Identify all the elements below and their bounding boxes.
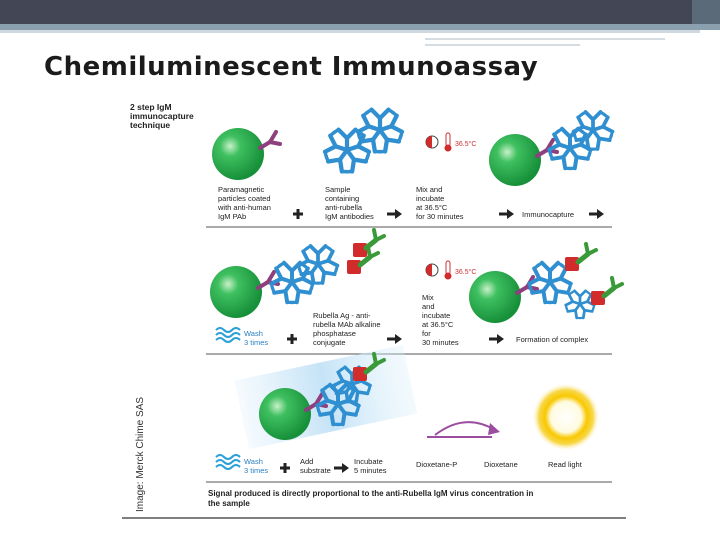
plus-icon — [293, 209, 303, 219]
dioxetane-p-label: Dioxetane-P — [416, 460, 457, 469]
paramagnetic-particle — [259, 388, 311, 440]
wash-icon — [215, 327, 241, 343]
mix-label: Mix and incubate at 36.5°C for 30 minute… — [416, 185, 464, 221]
igm-antibody — [323, 130, 370, 175]
arrow-icon — [589, 209, 604, 219]
wash-label: Wash 3 times — [244, 329, 268, 347]
wash-icon — [215, 454, 241, 470]
substrate-label: Add substrate — [300, 457, 331, 475]
immunocapture-label: Immunocapture — [522, 210, 574, 219]
thermometer-icon — [425, 132, 452, 152]
sample-label: Sample containing anti-rubella IgM antib… — [325, 185, 374, 221]
conjugate-label: Rubella Ag - anti- rubella MAb alkaline … — [313, 311, 383, 347]
igm-antibody — [565, 291, 596, 320]
arrow-icon — [489, 334, 504, 344]
row-2: 36.5°C Wash 3 times Rubella Ag - anti- r… — [210, 230, 622, 347]
conjugate — [591, 278, 622, 305]
mix-label: Mix and incubate at 36.5°C for 30 minute… — [422, 293, 459, 347]
row-3: Wash 3 times Add substrate Incubate 5 mi… — [215, 344, 600, 475]
thermometer-icon — [425, 260, 452, 280]
plus-icon — [280, 463, 290, 473]
paramagnetic-particle — [469, 271, 521, 323]
particles-label: Paramagnetic particles coated with anti-… — [217, 185, 273, 221]
slide-title: Chemiluminescent Immunoassay — [44, 52, 539, 82]
signal-footer: Signal produced is directly proportional… — [208, 489, 536, 508]
dioxetane-label: Dioxetane — [484, 460, 518, 469]
reaction-arc-arrow — [434, 421, 496, 436]
decor-line — [425, 38, 665, 40]
temperature-label: 36.5°C — [455, 140, 476, 148]
anti-human-antibody — [258, 130, 282, 150]
image-credit: Image: Merck Chime SAS — [135, 397, 146, 512]
paramagnetic-particle — [212, 128, 264, 180]
paramagnetic-particle — [489, 134, 541, 186]
conjugate — [565, 244, 596, 271]
top-rule-light — [0, 30, 700, 33]
immunoassay-diagram: Image: Merck Chime SAS 2 step IgM immuno… — [122, 102, 626, 519]
row-1: 36.5°C Paramagnetic particles coated wit… — [212, 110, 614, 221]
top-bar — [0, 0, 720, 24]
temperature-label: 36.5°C — [455, 268, 476, 276]
plus-icon — [287, 334, 297, 344]
wash-label: Wash 3 times — [244, 457, 268, 475]
arrow-icon — [387, 334, 402, 344]
arrow-icon — [334, 463, 349, 473]
arrow-icon — [499, 209, 514, 219]
incubate-label: Incubate 5 minutes — [354, 457, 387, 475]
top-rule — [0, 24, 720, 30]
reaction-arrowhead — [488, 423, 500, 435]
arrow-icon — [387, 209, 402, 219]
read-light-glow — [532, 383, 600, 451]
diagram-heading: 2 step IgM immunocapture technique — [130, 102, 196, 130]
decor-line — [425, 44, 580, 46]
paramagnetic-particle — [210, 266, 262, 318]
read-light-label: Read light — [548, 460, 583, 469]
complex-label: Formation of complex — [516, 335, 588, 344]
